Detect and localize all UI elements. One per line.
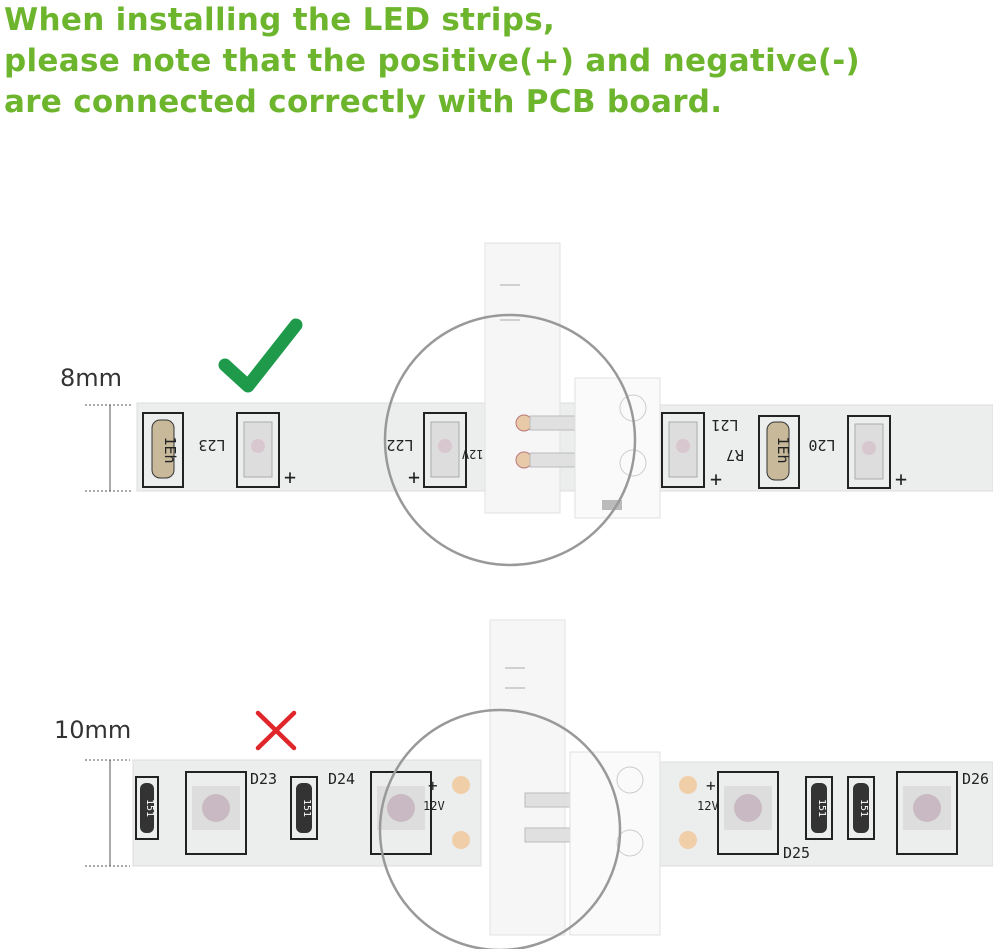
plus-sign: + <box>706 776 716 795</box>
label-l20: L20 <box>808 436 835 454</box>
width-label-10mm: 10mm <box>54 716 132 744</box>
resistor-label: 1Eh <box>774 436 792 463</box>
label-d26: D26 <box>962 770 989 788</box>
label-r7: R7 <box>726 446 744 464</box>
label-12v: 12V <box>423 799 445 813</box>
plus-sign: + <box>428 776 438 795</box>
width-label-8mm: 8mm <box>60 364 123 392</box>
label-d23: D23 <box>250 770 277 788</box>
dimension-marker-10mm <box>85 759 130 867</box>
connector-10mm <box>489 619 661 936</box>
cross-icon <box>255 710 297 751</box>
dimension-marker-8mm <box>85 404 133 492</box>
connector-8mm <box>484 242 661 519</box>
led-strip-10mm: 151 151 151 151 D23 D24 D25 D26 12V 12V … <box>132 759 993 867</box>
resistor-label: 151 <box>816 799 827 817</box>
label-l22: L22 <box>386 436 413 454</box>
label-12v: 12V <box>697 799 719 813</box>
resistor-label: 151 <box>858 799 869 817</box>
plus-sign: + <box>284 465 296 489</box>
check-icon <box>218 318 303 393</box>
resistor-label: 1Eh <box>161 436 179 463</box>
plus-sign: + <box>710 467 722 491</box>
label-l21: L21 <box>711 416 738 434</box>
resistor-label: 151 <box>301 799 312 817</box>
magnifier-circle <box>383 313 637 567</box>
label-d25: D25 <box>783 844 810 862</box>
headline: When installing the LED strips, please n… <box>4 0 860 123</box>
label-l23: L23 <box>198 436 225 454</box>
plus-sign: + <box>895 467 907 491</box>
magnifier-circle <box>378 708 622 949</box>
headline-line-1: When installing the LED strips, <box>4 2 556 38</box>
plus-sign: + <box>408 465 420 489</box>
headline-line-3: are connected correctly with PCB board. <box>4 84 723 120</box>
resistor-label: 151 <box>144 799 155 817</box>
label-d24: D24 <box>328 770 355 788</box>
headline-line-2: please note that the positive(+) and neg… <box>4 43 860 79</box>
